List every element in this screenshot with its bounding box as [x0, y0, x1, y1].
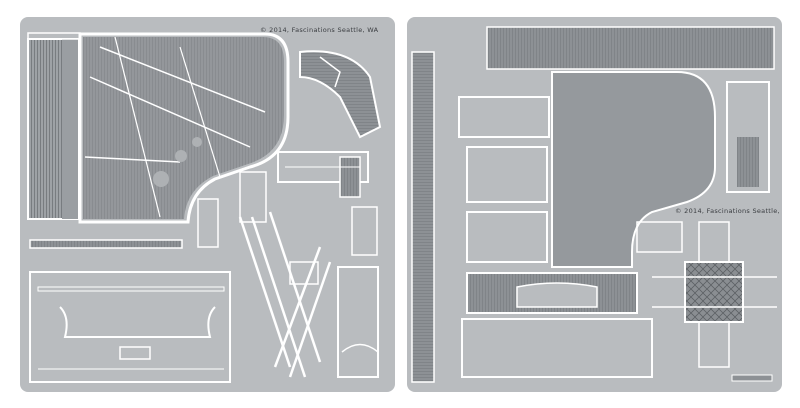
lattice-part — [652, 221, 777, 368]
copyright-text: © 2014, Fascinations Seattle, WA — [675, 207, 782, 215]
keyboard-part — [27, 38, 79, 220]
curved-rim-part — [299, 50, 382, 139]
tall-rail-part — [411, 51, 435, 383]
long-bar-part — [29, 239, 183, 249]
copyright-text: © 2014, Fascinations Seattle, WA — [260, 26, 379, 34]
metal-sheet-right: © 2014, Fascinations Seattle, WA — [407, 17, 782, 392]
leg-parts — [238, 211, 332, 378]
pedal-part — [636, 221, 683, 253]
music-stand-part — [277, 151, 369, 198]
top-bar-part — [486, 26, 775, 70]
small-tab-part — [731, 374, 773, 382]
frame-base-part — [29, 271, 231, 383]
lower-right-part — [337, 266, 379, 378]
metal-sheet-left: © 2014, Fascinations Seattle, WA — [20, 17, 395, 392]
desk-cutout — [516, 282, 598, 308]
frame-rail — [27, 32, 81, 40]
bottom-plate-part — [461, 318, 653, 378]
right-upright-parts — [726, 81, 770, 193]
strut-parts — [458, 96, 550, 263]
piano-soundboard-part — [78, 32, 290, 224]
piano-lid-part — [551, 71, 716, 268]
